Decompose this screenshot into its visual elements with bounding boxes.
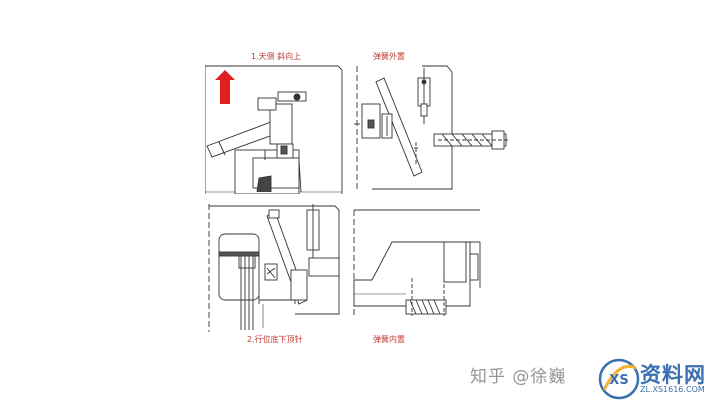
diagram-panel-bottom-left <box>205 204 350 332</box>
label-bottom-right: 弹簧内置 <box>373 335 405 344</box>
label-top-left: 1.天侧 斜向上 <box>251 52 302 61</box>
site-logo: XS 资料网 ZL.XS1616.COM <box>594 354 718 404</box>
logo-url: ZL.XS1616.COM <box>640 385 705 394</box>
diagram-panel-top-right <box>352 64 512 194</box>
label-bottom-left: 2.行位底下顶针 <box>247 335 303 344</box>
logo-text: 资料网 <box>640 363 706 387</box>
zhihu-watermark: 知乎 @徐巍 <box>470 367 567 387</box>
logo-badge: XS <box>609 373 628 388</box>
label-top-right: 弹簧外置 <box>373 52 405 61</box>
diagram-panel-top-left <box>205 64 345 194</box>
diagram-panel-bottom-right <box>352 208 487 320</box>
up-arrow-icon <box>215 70 235 104</box>
xs-logo-icon: XS <box>598 358 640 400</box>
